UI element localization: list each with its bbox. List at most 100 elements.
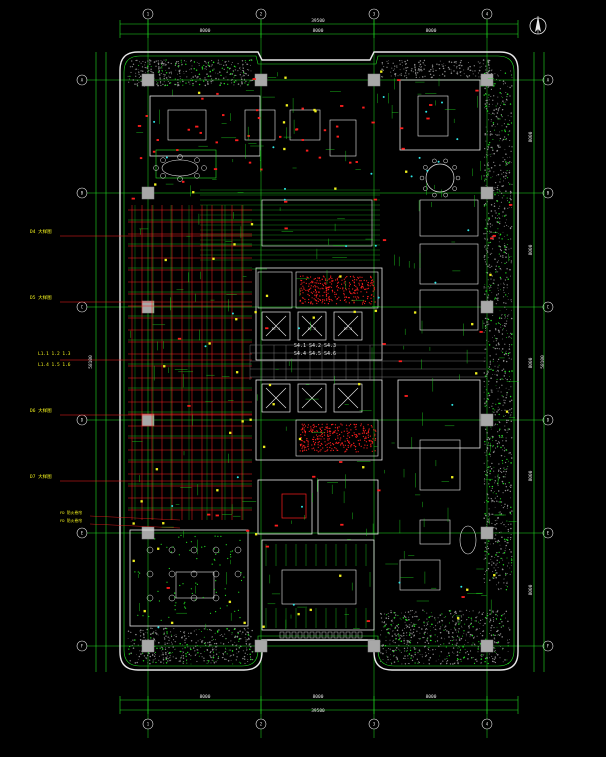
planting-dot xyxy=(505,190,507,192)
red-fixture-hatch xyxy=(365,436,367,438)
planting-dot xyxy=(404,655,406,657)
planting-dot xyxy=(506,504,509,507)
planting-dot xyxy=(491,224,493,226)
planting-dot xyxy=(249,653,251,656)
green-marker xyxy=(202,596,204,599)
red-fixture-hatch xyxy=(323,438,325,440)
planting-dot xyxy=(477,648,479,650)
planting-dot xyxy=(506,542,508,544)
red-fixture-hatch xyxy=(313,438,315,441)
red-fixture-hatch xyxy=(302,292,304,294)
planting-dot xyxy=(180,657,182,659)
planting-dot xyxy=(149,61,151,63)
red-marker xyxy=(382,343,386,345)
planting-dot xyxy=(247,634,250,636)
planting-dot xyxy=(497,322,500,324)
red-fixture-hatch xyxy=(369,440,371,442)
planting-dot xyxy=(510,358,512,360)
planting-dot xyxy=(406,625,409,628)
planting-dot xyxy=(509,452,511,454)
red-fixture-hatch xyxy=(356,292,358,294)
planting-dot xyxy=(510,247,512,249)
planting-dot xyxy=(203,657,205,659)
red-fixture-hatch xyxy=(356,434,358,436)
planting-dot xyxy=(498,233,500,235)
planting-dot xyxy=(423,63,425,65)
red-fixture-hatch xyxy=(337,435,339,437)
planting-dot xyxy=(485,93,487,95)
red-fixture-hatch xyxy=(345,450,347,452)
red-fixture-hatch xyxy=(370,303,372,305)
planting-dot xyxy=(498,581,500,583)
planting-dot xyxy=(161,67,163,69)
red-fixture-hatch xyxy=(337,282,339,284)
planting-dot xyxy=(179,660,181,662)
red-fixture-hatch xyxy=(336,442,338,444)
planting-dot xyxy=(185,655,187,657)
planting-dot xyxy=(231,644,234,646)
planting-dot xyxy=(502,325,503,326)
stair-step xyxy=(327,631,333,639)
planting-dot xyxy=(484,557,487,560)
planting-dot xyxy=(242,650,244,652)
planting-dot xyxy=(407,663,409,664)
planting-dot xyxy=(509,395,512,398)
red-fixture-hatch xyxy=(353,284,356,286)
planting-dot xyxy=(489,470,492,472)
red-fixture-hatch xyxy=(311,280,313,282)
planting-dot xyxy=(498,387,500,389)
planting-dot xyxy=(137,644,139,646)
planting-dot xyxy=(145,657,147,659)
red-fixture-hatch xyxy=(300,283,302,285)
red-fixture-hatch xyxy=(341,431,343,433)
red-door-marker xyxy=(301,107,304,110)
planting-dot xyxy=(190,68,192,70)
planting-dot xyxy=(495,634,497,636)
planting-dot xyxy=(501,348,504,350)
planting-dot xyxy=(401,60,403,62)
red-fixture-hatch xyxy=(324,428,326,431)
planting-dot xyxy=(504,343,506,345)
planting-dot xyxy=(436,629,438,631)
planting-dot xyxy=(488,264,491,266)
planting-dot xyxy=(444,638,445,640)
planting-dot xyxy=(385,636,387,638)
planting-dot xyxy=(497,117,499,119)
planting-dot xyxy=(407,658,409,659)
planting-dot xyxy=(158,67,160,69)
planting-dot xyxy=(249,64,251,66)
red-fixture-hatch xyxy=(318,441,320,443)
red-fixture-hatch xyxy=(343,278,345,280)
planting-dot xyxy=(184,647,186,649)
red-fixture-hatch xyxy=(323,434,326,436)
planting-dot xyxy=(443,63,445,65)
planting-dot xyxy=(166,84,169,87)
planting-dot xyxy=(418,68,420,70)
red-fixture-hatch xyxy=(347,435,349,437)
planting-dot xyxy=(206,660,208,662)
red-marker xyxy=(177,337,182,340)
planting-dot xyxy=(236,656,238,658)
planting-dot xyxy=(460,625,462,627)
red-fixture-hatch xyxy=(326,443,328,445)
planting-dot xyxy=(442,65,444,67)
planting-dot xyxy=(508,460,509,462)
planting-dot xyxy=(495,105,497,107)
planting-dot xyxy=(382,652,384,655)
planting-dot xyxy=(455,639,457,641)
planting-dot xyxy=(465,609,468,611)
planting-dot xyxy=(486,466,488,468)
planting-dot xyxy=(509,86,511,89)
planting-dot xyxy=(501,480,503,483)
planting-dot xyxy=(163,76,165,78)
planting-dot xyxy=(487,519,489,521)
planting-dot xyxy=(483,470,485,473)
planting-dot xyxy=(506,244,508,245)
light-fixture xyxy=(143,609,146,613)
planting-dot xyxy=(411,625,414,627)
planting-dot xyxy=(208,61,210,62)
planting-dot xyxy=(247,64,249,66)
planting-dot xyxy=(159,81,162,83)
